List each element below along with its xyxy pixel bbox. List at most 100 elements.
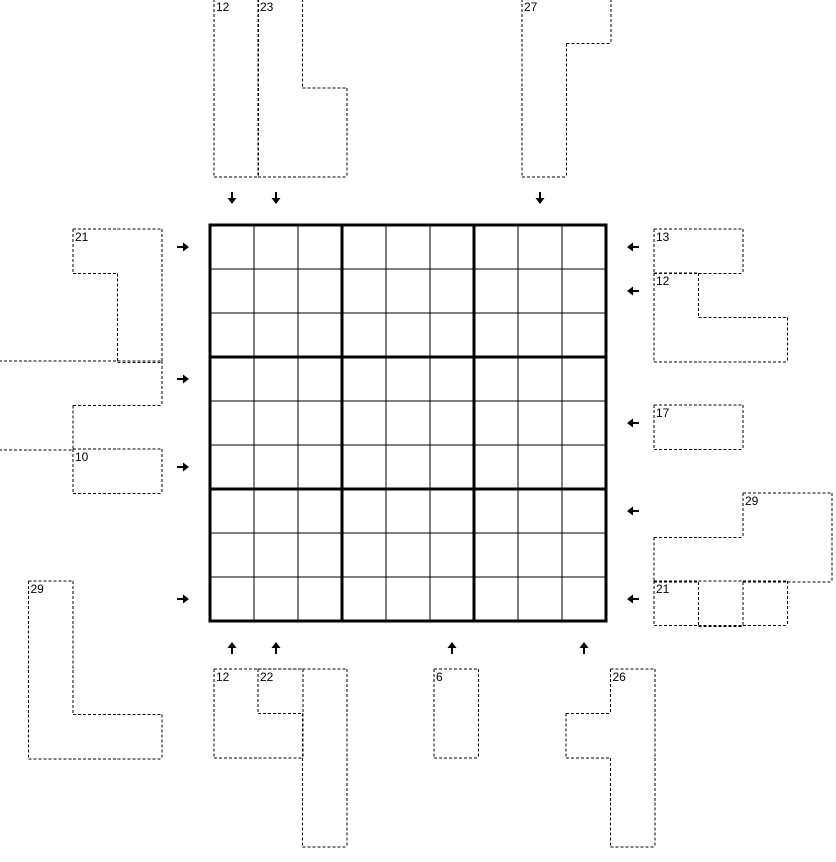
grid-cell-r1c6[interactable] xyxy=(430,225,474,269)
grid-cell-r5c3[interactable] xyxy=(298,401,342,445)
grid-cell-r9c1[interactable] xyxy=(210,577,254,621)
grid-cell-r5c1[interactable] xyxy=(210,401,254,445)
grid-cell-r9c4[interactable] xyxy=(342,577,386,621)
grid-cell-r9c7[interactable] xyxy=(474,577,518,621)
grid-cell-r2c8[interactable] xyxy=(518,269,562,313)
grid-cell-r2c6[interactable] xyxy=(430,269,474,313)
grid-cell-r7c6[interactable] xyxy=(430,489,474,533)
grid-cell-r1c2[interactable] xyxy=(254,225,298,269)
grid-cell-r2c1[interactable] xyxy=(210,269,254,313)
grid-cell-r7c4[interactable] xyxy=(342,489,386,533)
grid-cell-r7c3[interactable] xyxy=(298,489,342,533)
clue-shape-outline xyxy=(72,228,163,363)
grid-cell-r5c4[interactable] xyxy=(342,401,386,445)
grid-cell-r5c2[interactable] xyxy=(254,401,298,445)
grid-cell-r3c7[interactable] xyxy=(474,313,518,357)
grid-cell-r8c9[interactable] xyxy=(562,533,606,577)
grid-cell-r8c4[interactable] xyxy=(342,533,386,577)
grid-cell-r6c8[interactable] xyxy=(518,445,562,489)
grid-cell-r8c7[interactable] xyxy=(474,533,518,577)
grid-cell-r8c1[interactable] xyxy=(210,533,254,577)
grid-cell-r6c3[interactable] xyxy=(298,445,342,489)
arrow-icon xyxy=(177,462,189,472)
grid-cell-r8c8[interactable] xyxy=(518,533,562,577)
grid-cell-r3c8[interactable] xyxy=(518,313,562,357)
grid-cell-r6c1[interactable] xyxy=(210,445,254,489)
grid-cell-r1c3[interactable] xyxy=(298,225,342,269)
grid-cell-r1c9[interactable] xyxy=(562,225,606,269)
grid-cell-r2c4[interactable] xyxy=(342,269,386,313)
grid-cell-r6c4[interactable] xyxy=(342,445,386,489)
clue-number: 12 xyxy=(656,274,670,288)
grid-cell-r3c2[interactable] xyxy=(254,313,298,357)
grid-cell-r6c7[interactable] xyxy=(474,445,518,489)
grid-cell-r7c7[interactable] xyxy=(474,489,518,533)
arrow-icon xyxy=(177,242,189,252)
grid-cell-r9c9[interactable] xyxy=(562,577,606,621)
grid-cell-r5c8[interactable] xyxy=(518,401,562,445)
grid-cell-r2c9[interactable] xyxy=(562,269,606,313)
arrow-icon xyxy=(579,642,589,654)
grid-cell-r2c3[interactable] xyxy=(298,269,342,313)
grid-cell-r7c9[interactable] xyxy=(562,489,606,533)
grid-cell-r4c2[interactable] xyxy=(254,357,298,401)
grid-cell-r7c1[interactable] xyxy=(210,489,254,533)
grid-cell-r5c5[interactable] xyxy=(386,401,430,445)
clue-number: 6 xyxy=(436,670,443,684)
clue-left-9: 29 xyxy=(28,580,163,760)
grid-cell-r9c6[interactable] xyxy=(430,577,474,621)
clue-number: 29 xyxy=(31,582,45,596)
grid-cell-r9c8[interactable] xyxy=(518,577,562,621)
grid-cell-r3c1[interactable] xyxy=(210,313,254,357)
clue-number: 21 xyxy=(75,230,89,244)
grid-cell-r1c4[interactable] xyxy=(342,225,386,269)
grid-cell-r4c9[interactable] xyxy=(562,357,606,401)
grid-cell-r7c2[interactable] xyxy=(254,489,298,533)
grid-cell-r4c5[interactable] xyxy=(386,357,430,401)
grid-cell-r4c8[interactable] xyxy=(518,357,562,401)
grid-cell-r6c9[interactable] xyxy=(562,445,606,489)
grid-cell-r1c1[interactable] xyxy=(210,225,254,269)
grid-cell-r9c5[interactable] xyxy=(386,577,430,621)
grid-cell-r8c2[interactable] xyxy=(254,533,298,577)
clue-shape-outline xyxy=(433,668,479,759)
clue-shape-outline xyxy=(213,0,259,178)
grid-cell-r3c3[interactable] xyxy=(298,313,342,357)
grid-cell-r2c5[interactable] xyxy=(386,269,430,313)
grid-cell-r8c6[interactable] xyxy=(430,533,474,577)
grid-cell-r8c5[interactable] xyxy=(386,533,430,577)
grid-cell-r4c6[interactable] xyxy=(430,357,474,401)
grid-cell-r5c6[interactable] xyxy=(430,401,474,445)
clue-number: 12 xyxy=(216,670,230,684)
clue-shape-outline xyxy=(28,580,163,760)
grid-cell-r4c7[interactable] xyxy=(474,357,518,401)
grid-cell-r9c2[interactable] xyxy=(254,577,298,621)
grid-cell-r9c3[interactable] xyxy=(298,577,342,621)
grid-cell-r6c5[interactable] xyxy=(386,445,430,489)
grid-cell-r6c2[interactable] xyxy=(254,445,298,489)
grid-cell-r2c2[interactable] xyxy=(254,269,298,313)
grid-cell-r5c7[interactable] xyxy=(474,401,518,445)
grid-cell-r3c6[interactable] xyxy=(430,313,474,357)
clue-number: 29 xyxy=(745,494,759,508)
grid-cell-r4c3[interactable] xyxy=(298,357,342,401)
grid-cell-r3c4[interactable] xyxy=(342,313,386,357)
clue-number: 23 xyxy=(260,0,274,14)
grid-cell-r1c8[interactable] xyxy=(518,225,562,269)
grid-cell-r7c8[interactable] xyxy=(518,489,562,533)
clue-shape-outline xyxy=(653,492,833,627)
grid-cell-r2c7[interactable] xyxy=(474,269,518,313)
clue-shape-outline xyxy=(565,668,656,848)
grid-cell-r3c5[interactable] xyxy=(386,313,430,357)
grid-cell-r1c5[interactable] xyxy=(386,225,430,269)
grid-cell-r4c1[interactable] xyxy=(210,357,254,401)
clue-shape-outline xyxy=(257,668,348,848)
grid-cell-r4c4[interactable] xyxy=(342,357,386,401)
clue-shape-outline xyxy=(653,404,744,450)
grid-cell-r3c9[interactable] xyxy=(562,313,606,357)
grid-cell-r5c9[interactable] xyxy=(562,401,606,445)
grid-cell-r7c5[interactable] xyxy=(386,489,430,533)
grid-cell-r1c7[interactable] xyxy=(474,225,518,269)
grid-cell-r8c3[interactable] xyxy=(298,533,342,577)
grid-cell-r6c6[interactable] xyxy=(430,445,474,489)
